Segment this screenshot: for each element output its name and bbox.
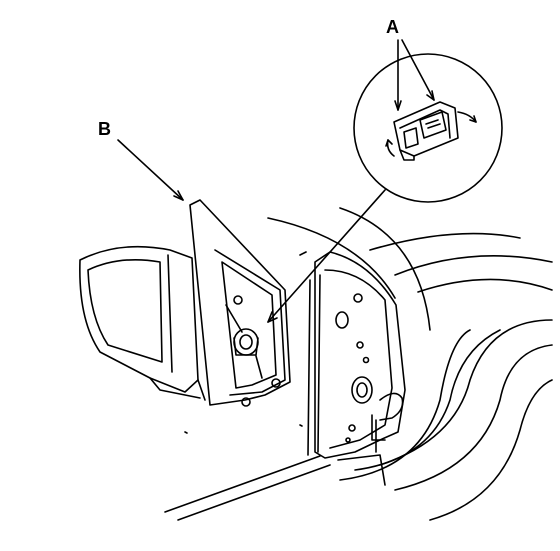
- mirror-mount-base: [189, 199, 291, 407]
- mirror-connector: [385, 101, 477, 161]
- callout-label-a: A: [386, 17, 399, 37]
- callout-a-leaders: [394, 39, 435, 111]
- door-frame: [164, 207, 553, 521]
- callout-b-leader: [117, 139, 184, 201]
- door-mirror-assembly: [79, 245, 206, 401]
- callout-label-b: B: [98, 119, 111, 139]
- connector-detail-inset: [267, 53, 503, 323]
